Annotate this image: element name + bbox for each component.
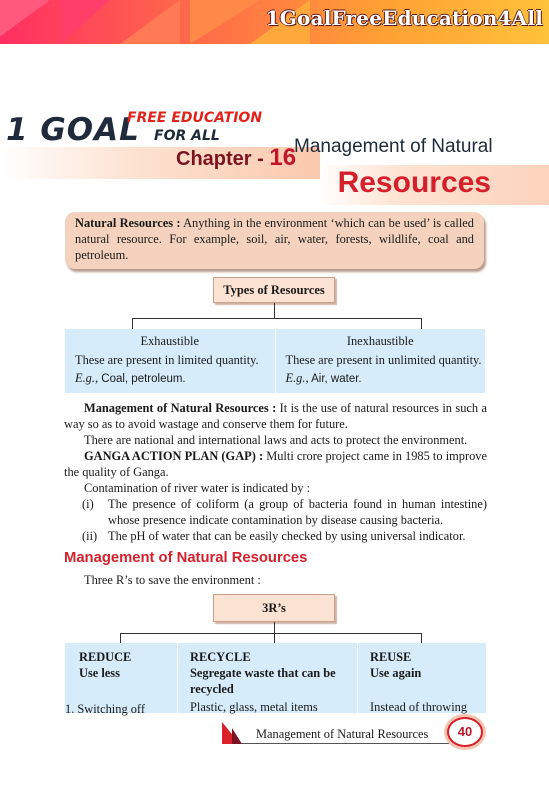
column-description: These are present in unlimited quantity. <box>285 353 482 367</box>
footer-bar <box>222 722 480 744</box>
banner-shape <box>60 0 110 44</box>
management-paragraph: Management of Natural Resources : It is … <box>64 400 487 432</box>
column-header: Exhaustible <box>140 334 200 348</box>
column-example: E.g., Coal, petroleum. <box>65 369 275 388</box>
list-text: The presence of coliform (a group of bac… <box>108 497 487 527</box>
three-rs-intro: Three R’s to save the environment : <box>84 573 261 587</box>
r-example: 1. Switching off <box>65 702 145 716</box>
management-term: Management of Natural Resources : <box>84 401 277 415</box>
chapter-label-text: Chapter - <box>176 148 270 170</box>
gap-text: Multi crore project came in 1985 to impr… <box>64 449 487 479</box>
three-rs-heading: 3R’s <box>213 594 335 622</box>
connector-line <box>274 303 275 318</box>
connector-line <box>274 633 275 643</box>
example-text: Coal, petroleum. <box>98 373 186 385</box>
example-label: E.g., <box>75 371 99 385</box>
inexhaustible-column: Inexhaustible These are present in unlim… <box>274 329 486 393</box>
connector-line <box>421 633 422 643</box>
r-example: Instead of throwing <box>370 700 468 714</box>
banner-shape <box>250 0 310 44</box>
logo-goal: 1 GOAL <box>6 112 140 148</box>
chapter-band <box>0 147 320 179</box>
r-name: REDUCE <box>79 650 132 664</box>
chapter-title-line1: Management of Natural <box>294 136 493 157</box>
reuse-column: REUSE Use again Instead of throwing <box>357 643 486 714</box>
list-marker: (i) <box>82 497 94 511</box>
exhaustible-column: Exhaustible These are present in limited… <box>65 329 275 393</box>
title-band <box>318 165 549 205</box>
banner-shape <box>190 0 260 44</box>
list-item: (i) The presence of coliform (a group of… <box>64 496 487 528</box>
connector-line <box>120 633 121 643</box>
connector-line <box>120 633 422 634</box>
chapter-label: Chapter - 16 <box>176 144 296 172</box>
r-subtitle: Use again <box>370 666 422 680</box>
connector-line <box>274 622 275 633</box>
types-heading: Types of Resources <box>213 277 335 303</box>
connector-line <box>421 318 422 329</box>
banner-shape <box>120 0 180 44</box>
types-table: Exhaustible These are present in limited… <box>65 329 485 393</box>
column-description: These are present in limited quantity. <box>75 353 259 367</box>
definition-term: Natural Resources : <box>75 216 181 230</box>
banner-shape <box>0 0 50 44</box>
chapter-number: 16 <box>269 144 297 171</box>
gap-term: GANGA ACTION PLAN (GAP) : <box>84 449 264 463</box>
logo-free-education: FREE EDUCATION <box>127 110 263 126</box>
reduce-column: REDUCE Use less 1. Switching off <box>65 643 177 716</box>
management-text: It is the use of natural resources in su… <box>64 401 487 431</box>
contamination-paragraph: Contamination of river water is indicate… <box>84 481 311 495</box>
footer-text: Management of Natural Resources <box>256 727 429 741</box>
example-label: E.g., <box>285 371 309 385</box>
r-name: RECYCLE <box>190 650 251 664</box>
example-text: Air, water. <box>308 373 362 385</box>
r-subtitle: Segregate waste that can be recycled <box>190 666 336 696</box>
top-banner: 1GoalFreeEducation4All <box>0 0 549 44</box>
connector-line <box>132 318 133 329</box>
r-example: Plastic, glass, metal items <box>190 700 318 714</box>
logo-for-all: FOR ALL <box>154 128 220 144</box>
chapter-title-line2: Resources <box>337 166 491 199</box>
connector-line <box>132 318 422 319</box>
site-name: 1GoalFreeEducation4All <box>265 6 543 30</box>
three-rs-table: REDUCE Use less 1. Switching off RECYCLE… <box>65 643 486 716</box>
page-number: 40 <box>447 717 483 747</box>
definition-text: Anything in the environment ‘which can b… <box>75 216 474 262</box>
column-example: E.g., Air, water. <box>276 369 486 388</box>
column-header: Inexhaustible <box>346 334 414 348</box>
body-text: Management of Natural Resources : It is … <box>64 400 487 544</box>
footer-accent <box>232 728 242 744</box>
laws-paragraph: There are national and international law… <box>84 433 468 447</box>
definition-box: Natural Resources : Anything in the envi… <box>65 212 484 269</box>
r-subtitle: Use less <box>79 666 120 680</box>
list-item: (ii) The pH of water that can be easily … <box>64 528 487 544</box>
recycle-column: RECYCLE Segregate waste that can be recy… <box>177 643 357 714</box>
gap-paragraph: GANGA ACTION PLAN (GAP) : Multi crore pr… <box>64 448 487 480</box>
list-marker: (ii) <box>82 529 98 543</box>
r-name: REUSE <box>370 650 412 664</box>
list-text: The pH of water that can be easily check… <box>108 529 466 543</box>
section-heading: Management of Natural Resources <box>64 550 308 566</box>
